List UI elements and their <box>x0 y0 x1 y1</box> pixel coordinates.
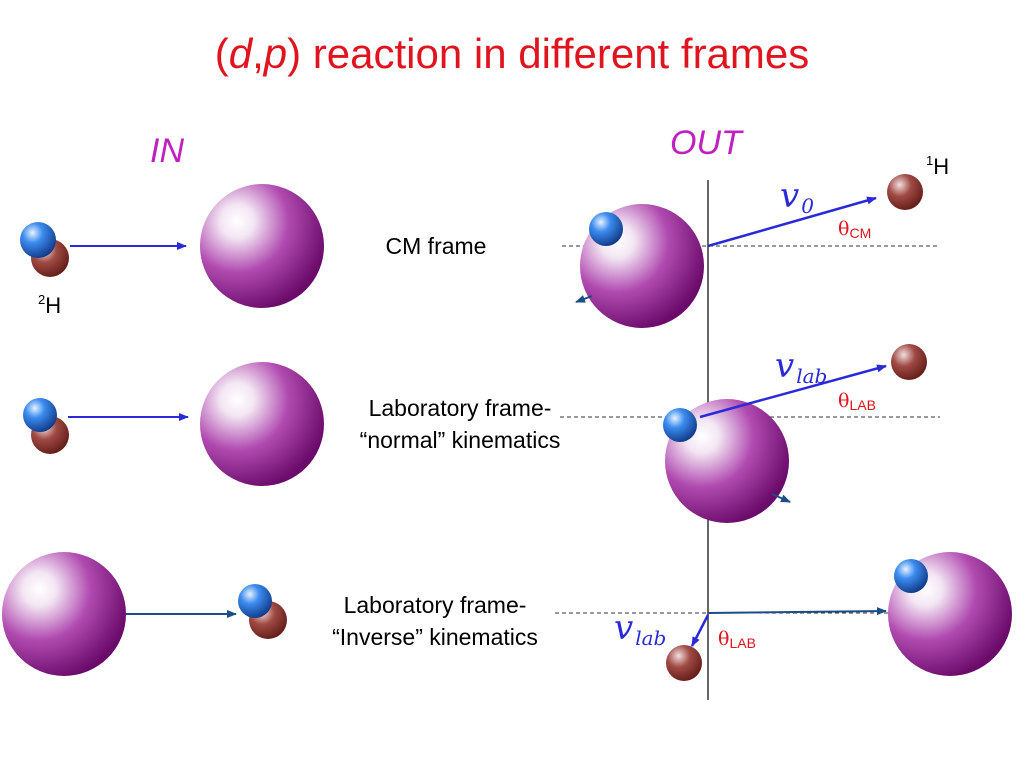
cm-frame-label: CM frame <box>385 233 487 259</box>
cm-out-neutron <box>589 212 623 246</box>
cm-recoil-arrow <box>575 295 593 303</box>
inverse-label-line1: Laboratory frame- <box>343 592 527 618</box>
normal-in-deuteron <box>23 398 69 454</box>
inverse-in-projectile-nucleus <box>2 552 126 676</box>
slide-title: (d,p) reaction in different frames <box>214 30 810 77</box>
proton-label: 1H <box>926 153 950 179</box>
in-header: IN <box>150 132 184 170</box>
normal-label-line2: “normal” kinematics <box>359 427 561 453</box>
deuteron-label: 2H <box>38 292 62 318</box>
normal-label-line1: Laboratory frame- <box>368 395 552 421</box>
inverse-out-neutron <box>894 559 928 593</box>
normal-out-proton <box>891 344 927 380</box>
normal-proton-arrow <box>699 364 887 419</box>
out-header: OUT <box>670 124 742 162</box>
normal-in-target-nucleus <box>200 362 324 486</box>
cm-in-target-nucleus <box>200 184 324 308</box>
theta-cm-label: θCM <box>838 218 872 241</box>
normal-recoil-arrow <box>771 493 791 503</box>
theta-lab-inverse-label: θLAB <box>718 628 756 651</box>
normal-out-neutron <box>663 408 697 442</box>
inverse-label-line2: “Inverse” kinematics <box>332 624 538 650</box>
cm-proton-arrow <box>707 196 877 248</box>
inverse-residual-arrow <box>707 607 887 616</box>
theta-lab-normal-label: θLAB <box>838 390 876 413</box>
normal-kinematics-label: Laboratory frame- “normal” kinematics <box>330 392 590 456</box>
cm-out-proton <box>887 174 923 210</box>
inverse-kinematics-label: Laboratory frame- “Inverse” kinematics <box>300 589 570 653</box>
inverse-in-deuteron <box>238 584 287 639</box>
inverse-out-proton <box>666 645 702 681</box>
cm-in-deuteron <box>20 222 69 277</box>
inverse-proton-arrow <box>690 614 710 647</box>
